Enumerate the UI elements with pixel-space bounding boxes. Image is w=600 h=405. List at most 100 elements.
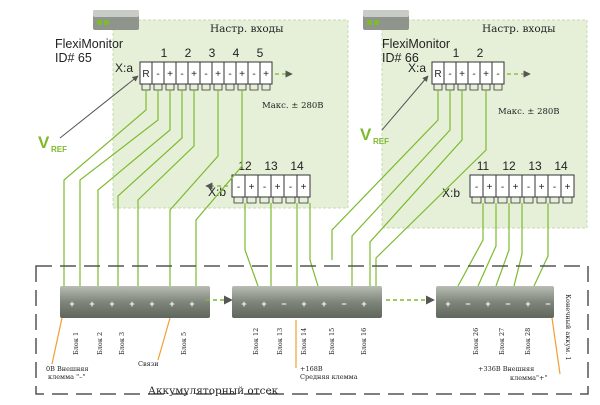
block-label: Блок 14 bbox=[300, 328, 308, 355]
top-terminal-label: +336В Внешняя bbox=[478, 365, 534, 373]
sense-wire bbox=[117, 90, 183, 286]
channel-number: 2 bbox=[185, 46, 192, 60]
terminal-cell: + bbox=[191, 69, 197, 80]
terminal-cell: + bbox=[239, 69, 245, 80]
terminal-cell: + bbox=[249, 182, 255, 193]
link-marker bbox=[157, 317, 171, 361]
zero-terminal-label: 0В Внешняя bbox=[46, 365, 89, 373]
terminal-cell: - bbox=[472, 69, 475, 80]
channel-number: 14 bbox=[290, 159, 304, 173]
battery-terminal-mark: − bbox=[281, 299, 286, 309]
block-label: Блок 12 bbox=[252, 328, 260, 355]
sense-wire bbox=[244, 203, 259, 287]
channel-number: 13 bbox=[528, 159, 542, 173]
block-label: Блок 16 bbox=[360, 328, 368, 355]
channel-number: 12 bbox=[502, 159, 516, 173]
zero-terminal-marker bbox=[51, 317, 63, 365]
battery-terminal-mark: + bbox=[301, 299, 306, 309]
battery-terminal-mark: + bbox=[485, 299, 490, 309]
channel-number: 5 bbox=[257, 46, 264, 60]
terminal-cell: - bbox=[527, 182, 530, 193]
block-label: Блок 5 bbox=[180, 332, 188, 355]
sense-wire bbox=[375, 90, 487, 286]
terminal-cell: - bbox=[496, 69, 499, 80]
terminal-cell: + bbox=[215, 69, 221, 80]
inputs-title: Настр. входы bbox=[210, 23, 283, 35]
sense-wire bbox=[63, 90, 147, 286]
terminal-cell: - bbox=[180, 69, 183, 80]
compartment-title: Аккумуляторный отсек bbox=[148, 385, 279, 397]
channel-number: 3 bbox=[209, 46, 216, 60]
sense-wire bbox=[495, 203, 510, 287]
battery-terminal-mark: + bbox=[169, 299, 174, 309]
vref-arrow bbox=[59, 75, 139, 139]
battery-string-mid bbox=[232, 286, 382, 318]
sense-wire bbox=[457, 203, 484, 287]
channel-number: 14 bbox=[554, 159, 568, 173]
vref-arrow bbox=[381, 75, 429, 131]
block-label: Блок 2 bbox=[96, 332, 104, 355]
sense-wire bbox=[97, 90, 171, 286]
battery-terminal-mark: + bbox=[109, 299, 114, 309]
battery-terminal-mark: + bbox=[321, 299, 326, 309]
mid-terminal-label: +168В bbox=[300, 365, 323, 373]
terminal-cell: - bbox=[501, 182, 504, 193]
battery-terminal-mark: + bbox=[445, 299, 450, 309]
link-label: Связи bbox=[138, 360, 159, 368]
terminal-cell: + bbox=[487, 182, 493, 193]
terminal-cell: + bbox=[483, 69, 489, 80]
battery-terminal-mark: + bbox=[525, 299, 530, 309]
sense-wire bbox=[195, 90, 243, 286]
block-label: Блок 27 bbox=[498, 328, 506, 355]
terminal-cell: R bbox=[142, 69, 149, 80]
block-label: Блок 1 bbox=[72, 332, 80, 355]
vref-label: V REF bbox=[38, 133, 67, 154]
top-terminal-marker bbox=[551, 317, 561, 375]
battery-terminal-mark: − bbox=[545, 299, 550, 309]
channel-number: 2 bbox=[477, 46, 484, 60]
channel-number: 12 bbox=[238, 159, 252, 173]
battery-terminal-mark: + bbox=[149, 299, 154, 309]
device-brand: FlexiMonitor bbox=[55, 37, 123, 51]
mid-terminal-label-2: Средняя клемма bbox=[300, 373, 358, 381]
block-label: Блок 13 bbox=[276, 328, 284, 355]
max-voltage-label: Макс. ± 280В bbox=[498, 107, 560, 117]
terminal-cell: + bbox=[565, 182, 571, 193]
device-brand: FlexiMonitor bbox=[382, 37, 450, 51]
sense-wire bbox=[169, 90, 219, 286]
device-id: ID# 66 bbox=[382, 51, 419, 65]
sense-wire bbox=[79, 90, 159, 286]
device-box-icon bbox=[93, 10, 139, 30]
block-label: Блок 3 bbox=[118, 332, 126, 355]
battery-terminal-mark: + bbox=[361, 299, 366, 309]
end-battery-label: Конечный аккум. 1 bbox=[564, 294, 572, 360]
terminal-cell: - bbox=[475, 182, 478, 193]
terminal-cell: - bbox=[156, 69, 159, 80]
svg-text:REF: REF bbox=[51, 145, 67, 154]
terminal-cell: + bbox=[263, 69, 269, 80]
channel-number: 1 bbox=[161, 46, 168, 60]
device-box-icon bbox=[363, 10, 409, 30]
sense-wire bbox=[513, 203, 523, 287]
max-voltage-label: Макс. ± 280В bbox=[262, 101, 324, 111]
sense-wire bbox=[369, 90, 463, 286]
zero-terminal-label-2: клемма "–" bbox=[48, 373, 85, 381]
battery-terminal-mark: + bbox=[89, 299, 94, 309]
battery-terminal-mark: + bbox=[69, 299, 74, 309]
sense-wire bbox=[533, 203, 549, 287]
block-label: Блок 28 bbox=[524, 328, 532, 355]
sense-wire bbox=[351, 90, 451, 286]
battery-string-left bbox=[60, 286, 210, 318]
battery-terminal-mark: − bbox=[465, 299, 470, 309]
device-id: ID# 65 bbox=[55, 51, 92, 65]
terminal-cell: - bbox=[252, 69, 255, 80]
battery-terminal-mark: − bbox=[505, 299, 510, 309]
battery-string-right bbox=[436, 286, 554, 318]
sense-wire bbox=[309, 203, 319, 287]
block-label: Блок 26 bbox=[472, 328, 480, 355]
terminal-cell: R bbox=[434, 69, 441, 80]
